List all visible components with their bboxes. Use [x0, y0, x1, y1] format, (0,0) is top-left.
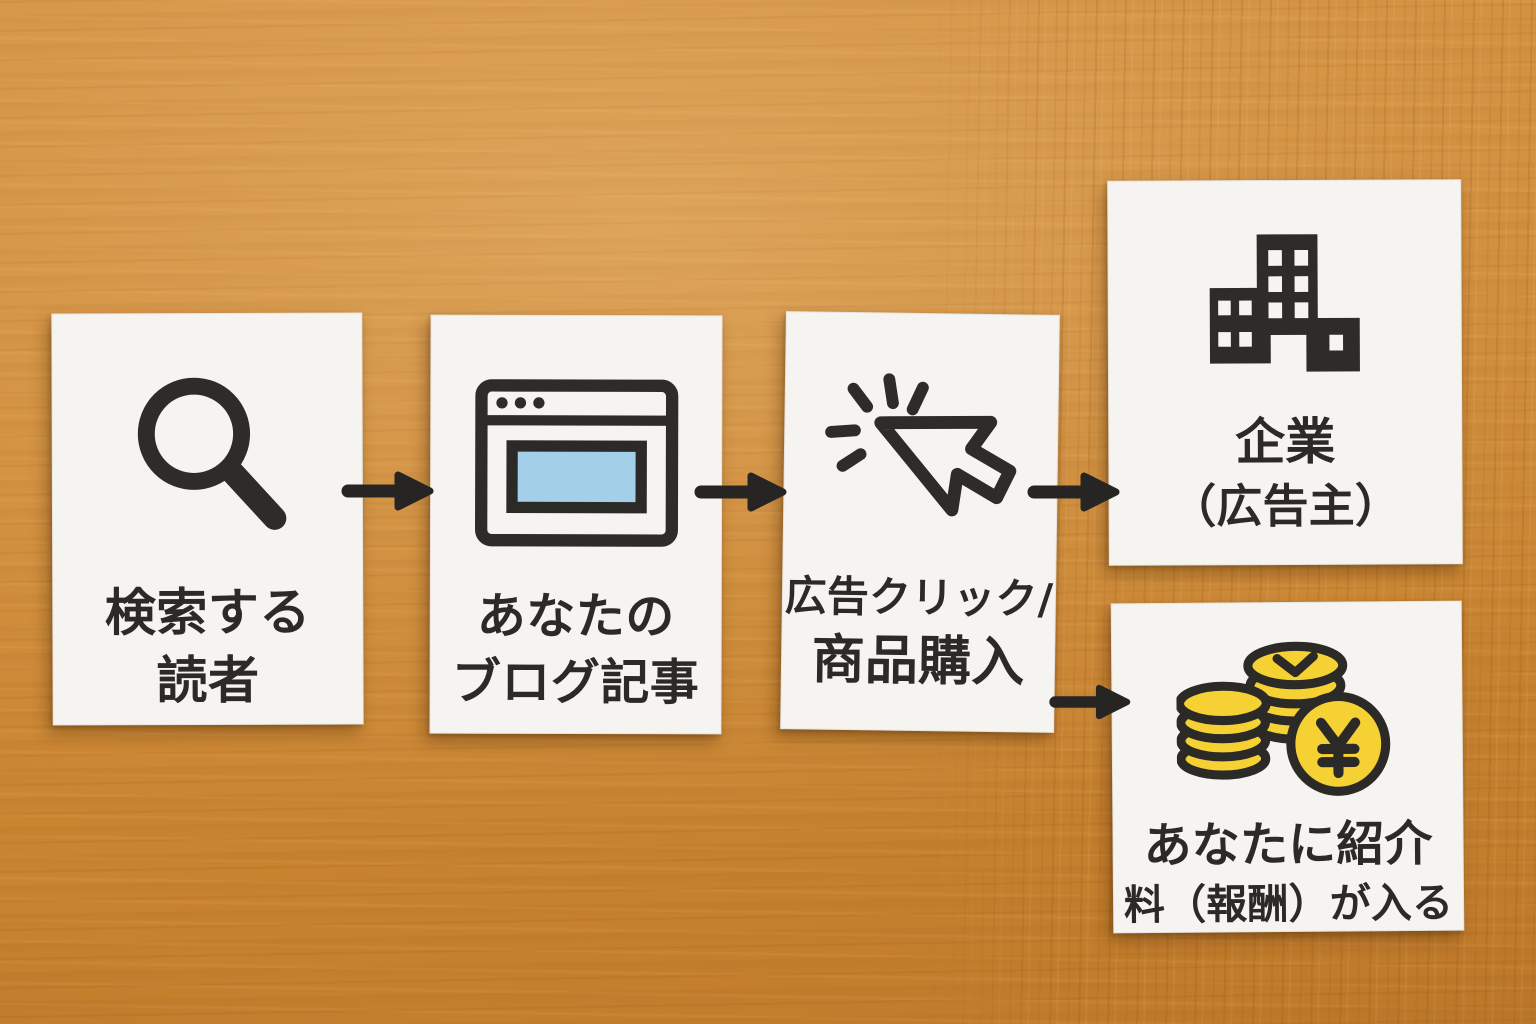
- label-line: ブログ記事: [451, 653, 700, 711]
- label-line: あなたに紹介: [1143, 815, 1433, 875]
- card-label-referral-reward: あなたに紹介 料（報酬）が入る: [1113, 812, 1463, 934]
- arrow-blog-to-click: [694, 472, 787, 512]
- card-label-search-readers: 検索する 読者: [53, 579, 362, 717]
- flow-card-your-blog-post: あなたの ブログ記事: [429, 314, 723, 735]
- coins-yen-icon: [1174, 628, 1398, 804]
- card-label-ad-click-purchase: 広告クリック/ 商品購入: [782, 568, 1056, 699]
- building-icon: [1193, 227, 1376, 384]
- flow-card-referral-reward: あなたに紹介 料（報酬）が入る: [1110, 600, 1465, 934]
- card-label-your-blog-post: あなたの ブログ記事: [431, 584, 721, 716]
- flow-card-ad-click-purchase: 広告クリック/ 商品購入: [780, 311, 1060, 733]
- label-line: 広告クリック/: [784, 571, 1054, 624]
- cursor-click-icon: [815, 353, 1026, 568]
- label-line: 企業: [1235, 412, 1336, 472]
- label-line: （広告主）: [1170, 478, 1402, 534]
- label-line: 検索する: [104, 583, 311, 644]
- arrow-readers-to-blog: [341, 471, 434, 511]
- label-line: あなたの: [476, 587, 675, 646]
- label-line: 読者: [156, 652, 260, 712]
- magnifier-icon: [117, 366, 298, 551]
- flow-card-company-advertiser: 企業 （広告主）: [1107, 179, 1463, 566]
- flow-card-search-readers: 検索する 読者: [51, 312, 364, 726]
- browser-window-icon: [473, 378, 678, 553]
- label-line: 料（報酬）が入る: [1123, 879, 1454, 930]
- arrow-click-to-reward: [1049, 684, 1131, 720]
- label-line: 商品購入: [811, 629, 1025, 694]
- card-label-company-advertiser: 企業 （広告主）: [1109, 408, 1462, 538]
- arrow-click-to-company: [1027, 472, 1120, 512]
